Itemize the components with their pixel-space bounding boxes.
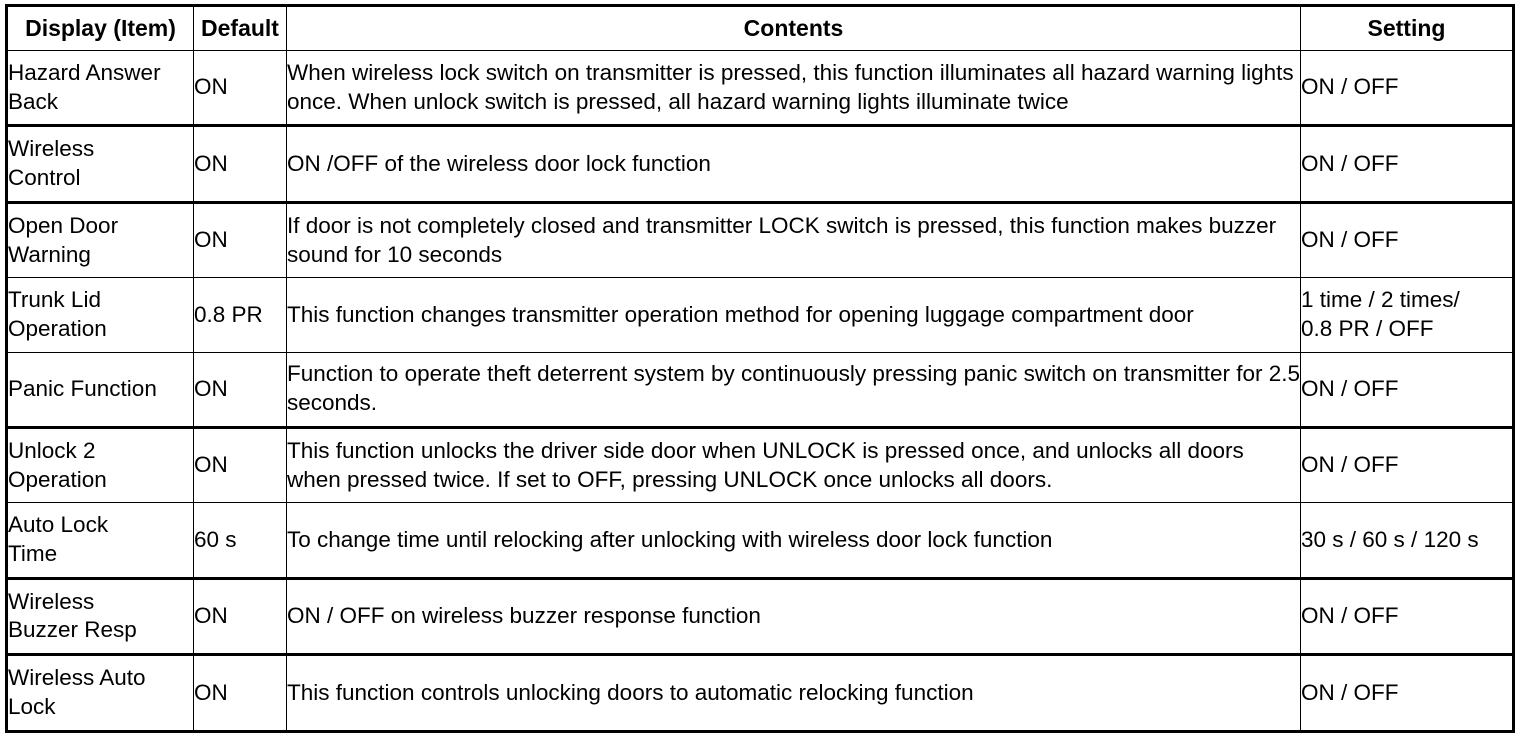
cell-default-text: ON: [194, 452, 228, 478]
cell-contents: This function controls unlocking doors t…: [286, 654, 1301, 732]
cell-setting: ON / OFF: [1300, 577, 1514, 657]
cell-default-text: ON: [194, 74, 228, 100]
cell-default-text: ON: [194, 150, 228, 176]
column-header-setting: Setting: [1300, 5, 1514, 51]
cell-default: ON: [193, 577, 287, 657]
cell-setting: ON / OFF: [1300, 202, 1514, 279]
cell-contents-text: This function changes transmitter operat…: [287, 301, 1194, 327]
cell-default: ON: [193, 351, 287, 429]
header-row: Display (Item) Default Contents Setting: [6, 5, 1514, 51]
cell-display-item-text: Wireless Buzzer Resp: [8, 588, 137, 643]
cell-setting-text: ON / OFF: [1301, 227, 1399, 253]
table-row: Wireless Auto Lock ON This function contro…: [6, 654, 1514, 732]
cell-contents-text: If door is not completely closed and tra…: [287, 212, 1277, 267]
cell-display-item: Auto Lock Time: [6, 502, 194, 580]
cell-default-text: ON: [194, 227, 228, 253]
cell-setting: ON / OFF: [1300, 49, 1514, 128]
cell-contents: This function changes transmitter operat…: [286, 277, 1301, 353]
cell-default: ON: [193, 49, 287, 128]
cell-contents-text: This function unlocks the driver side do…: [287, 437, 1244, 492]
table-row: Unlock 2 Operation ON This function unlock…: [6, 426, 1514, 504]
cell-display-item: Open Door Warning: [6, 202, 194, 279]
cell-default-text: 60 s: [194, 526, 237, 552]
cell-default-text: ON: [194, 375, 228, 401]
cell-contents-text: This function controls unlocking doors t…: [287, 679, 974, 705]
cell-setting: ON / OFF: [1300, 125, 1514, 205]
column-header-display-item: Display (Item): [6, 5, 194, 51]
cell-display-item-text: Unlock 2 Operation: [8, 437, 107, 492]
cell-display-item-text: Auto Lock Time: [8, 512, 109, 566]
cell-default: ON: [193, 654, 287, 732]
cell-default-text: ON: [194, 603, 228, 629]
cell-default: ON: [193, 125, 287, 205]
cell-setting: 1 time / 2 times/ 0.8 PR / OFF: [1300, 277, 1514, 353]
cell-setting: 30 s / 60 s / 120 s: [1300, 502, 1514, 580]
table-row: Auto Lock Time 60 s To change time until r…: [6, 502, 1514, 580]
wireless-function-settings-table: Display (Item) Default Contents Setting …: [5, 4, 1515, 733]
cell-contents-text: ON /OFF of the wireless door lock functi…: [287, 150, 711, 176]
cell-contents-text: Function to operate theft deterrent syst…: [287, 361, 1301, 416]
cell-default: ON: [193, 202, 287, 279]
cell-display-item: Unlock 2 Operation: [6, 426, 194, 504]
cell-setting: ON / OFF: [1300, 654, 1514, 732]
cell-display-item: Wireless Control: [6, 125, 194, 205]
cell-contents: If door is not completely closed and tra…: [286, 202, 1301, 279]
table-row: Hazard Answer Back ON When wireless lock s…: [6, 49, 1514, 128]
cell-contents: Function to operate theft deterrent syst…: [286, 351, 1301, 429]
cell-default: 60 s: [193, 502, 287, 580]
cell-display-item-text: Open Door Warning: [8, 212, 119, 267]
cell-display-item-text: Panic Function: [8, 375, 157, 401]
cell-setting: ON / OFF: [1300, 426, 1514, 504]
cell-contents: When wireless lock switch on transmitter…: [286, 49, 1301, 128]
cell-display-item: Wireless Auto Lock: [6, 654, 194, 732]
cell-display-item: Hazard Answer Back: [6, 49, 194, 128]
cell-contents-text: When wireless lock switch on transmitter…: [287, 59, 1294, 114]
cell-default: ON: [193, 426, 287, 504]
cell-setting-text: 30 s / 60 s / 120 s: [1301, 526, 1479, 552]
table-row: Open Door Warning ON If door is not comple…: [6, 202, 1514, 279]
cell-contents-text: ON / OFF on wireless buzzer response fun…: [287, 603, 761, 629]
cell-setting-text: ON / OFF: [1301, 150, 1399, 176]
cell-setting-text: 1 time / 2 times/ 0.8 PR / OFF: [1301, 287, 1460, 341]
cell-setting: ON / OFF: [1300, 351, 1514, 429]
table-header: Display (Item) Default Contents Setting: [6, 5, 1514, 51]
column-header-contents: Contents: [286, 5, 1301, 51]
cell-display-item: Panic Function: [6, 351, 194, 429]
cell-contents: This function unlocks the driver side do…: [286, 426, 1301, 504]
cell-display-item-text: Wireless Control: [8, 136, 95, 191]
cell-default: 0.8 PR: [193, 277, 287, 353]
table-row: Panic Function ON Function to operate thef…: [6, 351, 1514, 429]
table-row: Wireless Buzzer Resp ON ON / OFF on wirele…: [6, 577, 1514, 657]
cell-setting-text: ON / OFF: [1301, 74, 1399, 100]
cell-setting-text: ON / OFF: [1301, 603, 1399, 629]
table-row: Trunk Lid Operation 0.8 PR This function c…: [6, 277, 1514, 353]
cell-display-item: Wireless Buzzer Resp: [6, 577, 194, 657]
cell-contents-text: To change time until relocking after unl…: [287, 526, 1053, 552]
cell-display-item: Trunk Lid Operation: [6, 277, 194, 353]
cell-default-text: 0.8 PR: [194, 301, 263, 327]
cell-contents: To change time until relocking after unl…: [286, 502, 1301, 580]
column-header-default: Default: [193, 5, 287, 51]
cell-contents: ON /OFF of the wireless door lock functi…: [286, 125, 1301, 205]
cell-setting-text: ON / OFF: [1301, 452, 1399, 478]
cell-display-item-text: Hazard Answer Back: [8, 59, 161, 114]
cell-default-text: ON: [194, 679, 228, 705]
cell-display-item-text: Wireless Auto Lock: [8, 665, 146, 720]
table-row: Wireless Control ON ON /OFF of the wireles…: [6, 125, 1514, 205]
cell-contents: ON / OFF on wireless buzzer response fun…: [286, 577, 1301, 657]
cell-setting-text: ON / OFF: [1301, 375, 1399, 401]
cell-display-item-text: Trunk Lid Operation: [8, 287, 107, 341]
cell-setting-text: ON / OFF: [1301, 679, 1399, 705]
